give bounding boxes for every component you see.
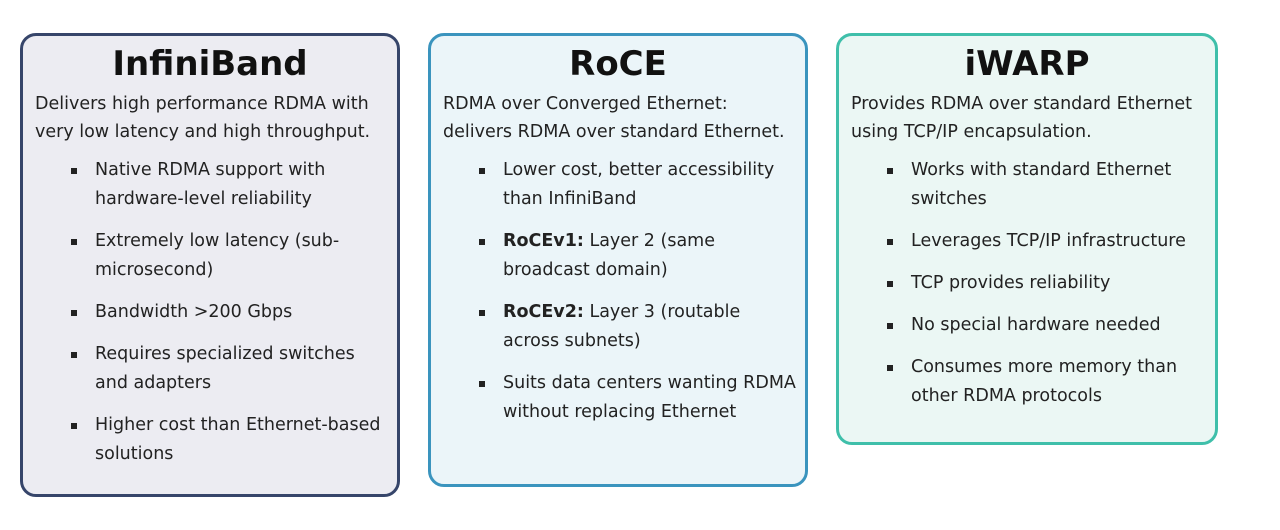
card-description: Delivers high performance RDMA with very… xyxy=(35,94,371,142)
bullet-item: No special hardware needed xyxy=(887,311,1207,340)
square-bullet-icon xyxy=(479,310,485,316)
square-bullet-icon xyxy=(887,365,893,371)
bullet-item: RoCEv2: Layer 3 (routable across subnets… xyxy=(479,298,797,356)
bullet-list: Native RDMA support with hardware-level … xyxy=(23,156,397,469)
square-bullet-icon xyxy=(71,168,77,174)
bullet-item: Suits data centers wanting RDMA without … xyxy=(479,369,797,427)
square-bullet-icon xyxy=(479,239,485,245)
bullet-lead: RoCEv1: xyxy=(503,231,584,251)
bullet-text: Requires specialized switches and adapte… xyxy=(95,344,355,393)
square-bullet-icon xyxy=(479,381,485,387)
square-bullet-icon xyxy=(479,168,485,174)
bullet-item: Consumes more memory than other RDMA pro… xyxy=(887,353,1207,411)
bullet-item: Extremely low latency (sub-microsecond) xyxy=(71,227,389,285)
card-title: RoCE xyxy=(569,44,667,84)
bullet-text: Consumes more memory than other RDMA pro… xyxy=(911,357,1178,406)
bullet-text: Works with standard Ethernet switches xyxy=(911,160,1172,209)
bullet-text: Lower cost, better accessibility than In… xyxy=(503,160,775,209)
bullet-text: Suits data centers wanting RDMA without … xyxy=(503,373,796,422)
square-bullet-icon xyxy=(71,352,77,358)
bullet-list: Works with standard Ethernet switches Le… xyxy=(839,156,1215,411)
card-description: RDMA over Converged Ethernet: delivers R… xyxy=(443,94,785,142)
bullet-text: Higher cost than Ethernet-based solution… xyxy=(95,415,381,464)
bullet-item: Requires specialized switches and adapte… xyxy=(71,340,389,398)
card-title: iWARP xyxy=(964,44,1090,84)
bullet-item: Lower cost, better accessibility than In… xyxy=(479,156,797,214)
square-bullet-icon xyxy=(887,323,893,329)
square-bullet-icon xyxy=(71,310,77,316)
card-description: Provides RDMA over standard Ethernet usi… xyxy=(851,94,1192,142)
bullet-item: Higher cost than Ethernet-based solution… xyxy=(71,411,389,469)
square-bullet-icon xyxy=(71,239,77,245)
bullet-text: Layer 2 (same broadcast domain) xyxy=(503,231,715,280)
bullet-item: Bandwidth >200 Gbps xyxy=(71,298,389,327)
bullet-text: No special hardware needed xyxy=(911,315,1161,335)
bullet-item: Native RDMA support with hardware-level … xyxy=(71,156,389,214)
bullet-text: Extremely low latency (sub-microsecond) xyxy=(95,231,340,280)
bullet-item: TCP provides reliability xyxy=(887,269,1207,298)
bullet-text: TCP provides reliability xyxy=(911,273,1111,293)
iwarp-card: iWARP Provides RDMA over standard Ethern… xyxy=(836,33,1218,445)
bullet-text: Layer 3 (routable across subnets) xyxy=(503,302,741,351)
bullet-item: RoCEv1: Layer 2 (same broadcast domain) xyxy=(479,227,797,285)
bullet-item: Leverages TCP/IP infrastructure xyxy=(887,227,1207,256)
infiniband-card: InfiniBand Delivers high performance RDM… xyxy=(20,33,400,497)
bullet-list: Lower cost, better accessibility than In… xyxy=(431,156,805,427)
square-bullet-icon xyxy=(887,239,893,245)
bullet-item: Works with standard Ethernet switches xyxy=(887,156,1207,214)
square-bullet-icon xyxy=(887,281,893,287)
bullet-text: Leverages TCP/IP infrastructure xyxy=(911,231,1186,251)
bullet-text: Native RDMA support with hardware-level … xyxy=(95,160,326,209)
card-title: InfiniBand xyxy=(112,44,308,84)
bullet-lead: RoCEv2: xyxy=(503,302,584,322)
roce-card: RoCE RDMA over Converged Ethernet: deliv… xyxy=(428,33,808,487)
bullet-text: Bandwidth >200 Gbps xyxy=(95,302,293,322)
square-bullet-icon xyxy=(71,423,77,429)
square-bullet-icon xyxy=(887,168,893,174)
